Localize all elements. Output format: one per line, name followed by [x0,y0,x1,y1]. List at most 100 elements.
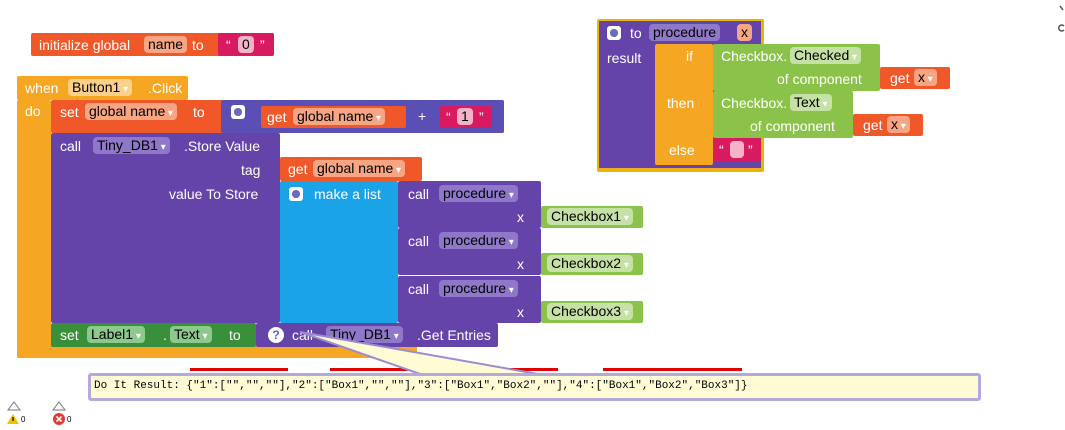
quote-close: ” [748,142,753,158]
tag-label: tag [241,162,261,178]
checkbox3-dropdown[interactable]: Checkbox3 [547,303,633,320]
else-label: else [669,142,695,158]
proc-mutator-gear-icon[interactable] [607,26,621,40]
get-global-name-block[interactable]: get global name [261,106,406,128]
math-add-block[interactable]: get global name + “ 1 ” [221,100,504,133]
get-tag-block[interactable]: get global name [280,157,422,181]
checkbox-generic-label: Checkbox. [721,95,788,111]
result-bubble-pointer [300,331,539,375]
tinydb-dropdown[interactable]: Tiny_DB1 [326,326,403,343]
checkbox-text-getter[interactable]: Checkbox. Text of component [713,91,853,138]
get-var-dropdown[interactable]: global name [293,108,386,125]
set-label-text-block[interactable]: set Label1 . Text to [51,323,256,347]
do-it-result-bubble: Do It Result: {"1":["","",""],"2":["Box1… [88,373,981,401]
init-to-label: to [192,37,204,53]
dot-label: . [163,327,167,343]
initialize-global-block[interactable]: initialize global name to “ 0 ” [31,33,274,56]
call-label: call [60,138,82,154]
procedure-dropdown[interactable]: procedure [439,232,518,249]
get-entries-block[interactable]: ? call Tiny_DB1 .Get Entries [256,323,498,347]
set-var-dropdown[interactable]: global name [85,103,178,120]
call-label: call [408,233,430,249]
quote-open: “ [446,109,451,125]
label1-dropdown[interactable]: Label1 [87,326,145,343]
checkbox2-block[interactable]: Checkbox2 [541,253,643,275]
if-then-else-block[interactable]: if then else [655,44,713,165]
to-label: to [630,25,642,41]
tag-var-dropdown[interactable]: global name [313,160,406,177]
list-mutator-gear-icon[interactable] [289,187,303,201]
to-label: to [229,327,241,343]
button-click-event-block[interactable]: when Button1 .Click [17,76,188,100]
arg-x-label: x [517,209,524,225]
x-var-dropdown[interactable]: x [887,116,910,133]
text-prop-dropdown[interactable]: Text [170,326,212,343]
get-label: get [288,161,308,177]
checkbox-generic-label: Checkbox. [721,48,788,64]
warnings-toggle[interactable]: 0 [6,399,28,427]
quote-open: “ [226,37,231,53]
workspace-corner-icon [1058,2,1065,32]
make-a-list-block[interactable]: make a list [280,181,398,323]
x-var-dropdown[interactable]: x [914,69,937,86]
store-value-method: .Store Value [184,138,261,154]
empty-text-block[interactable]: “ ” [713,138,761,161]
arg-x-label: x [517,304,524,320]
get-entries-method: .Get Entries [417,327,491,343]
error-outline-icon [52,401,66,411]
errors-toggle[interactable]: 0 [52,399,76,427]
of-component-label: of component [777,71,862,87]
of-component-label: of component [750,118,835,134]
checkbox-checked-getter[interactable]: Checkbox. Checked of component [713,44,880,91]
plus-operator: + [418,108,427,124]
mutator-gear-icon[interactable] [231,105,245,119]
checkbox3-block[interactable]: Checkbox3 [541,301,643,323]
make-a-list-label: make a list [314,186,381,202]
empty-text-value[interactable] [730,141,744,158]
set-label: set [60,104,79,120]
set-to-label: to [193,104,205,120]
call-label: call [408,281,430,297]
call-procedure-3[interactable]: call procedure x [398,276,541,323]
error-icon [53,413,65,425]
annotation-underline [330,368,411,371]
procedure-dropdown[interactable]: procedure [439,280,518,297]
text-prop-dropdown[interactable]: Text [790,94,832,111]
warning-icon [7,414,19,424]
help-question-icon[interactable]: ? [268,327,284,343]
warning-outline-icon [7,401,21,411]
get-label: get [267,109,287,125]
initialize-global-label: initialize global [39,37,131,53]
error-count: 0 [67,415,72,424]
get-label: get [890,70,910,86]
procedure-dropdown[interactable]: procedure [439,185,518,202]
get-x-block-1[interactable]: get x [880,67,950,89]
get-label: get [863,117,883,133]
result-text: Do It Result: {"1":["","",""],"2":["Box1… [94,380,748,392]
param-x-field[interactable]: x [737,24,752,41]
checkbox1-block[interactable]: Checkbox1 [541,206,643,228]
quote-close: ” [260,37,265,53]
button-component-dropdown[interactable]: Button1 [68,79,133,96]
get-x-block-2[interactable]: get x [853,114,923,136]
annotation-underline [603,368,742,371]
procedure-name-field[interactable]: procedure [649,24,721,41]
text-string-block[interactable]: “ 0 ” [218,33,274,56]
call-label: call [292,327,314,343]
text-one-block[interactable]: “ 1 ” [440,106,492,128]
call-procedure-2[interactable]: call procedure x [398,228,541,275]
text-one-value[interactable]: 1 [457,108,473,125]
set-global-name-block[interactable]: set global name to get global name + “ 1… [51,100,504,133]
call-procedure-1[interactable]: call procedure x [398,181,541,228]
result-label: result [607,50,642,66]
checked-prop-dropdown[interactable]: Checked [790,47,862,64]
tinydb-dropdown[interactable]: Tiny_DB1 [93,137,170,154]
if-label: if [686,48,693,64]
global-var-name-field[interactable]: name [144,36,188,53]
text-value-field[interactable]: 0 [238,36,254,53]
store-value-block[interactable]: call Tiny_DB1 .Store Value tag value To … [51,133,280,323]
checkbox2-dropdown[interactable]: Checkbox2 [547,255,633,272]
arg-x-label: x [517,256,524,272]
checkbox1-dropdown[interactable]: Checkbox1 [547,208,633,225]
then-label: then [667,95,695,111]
